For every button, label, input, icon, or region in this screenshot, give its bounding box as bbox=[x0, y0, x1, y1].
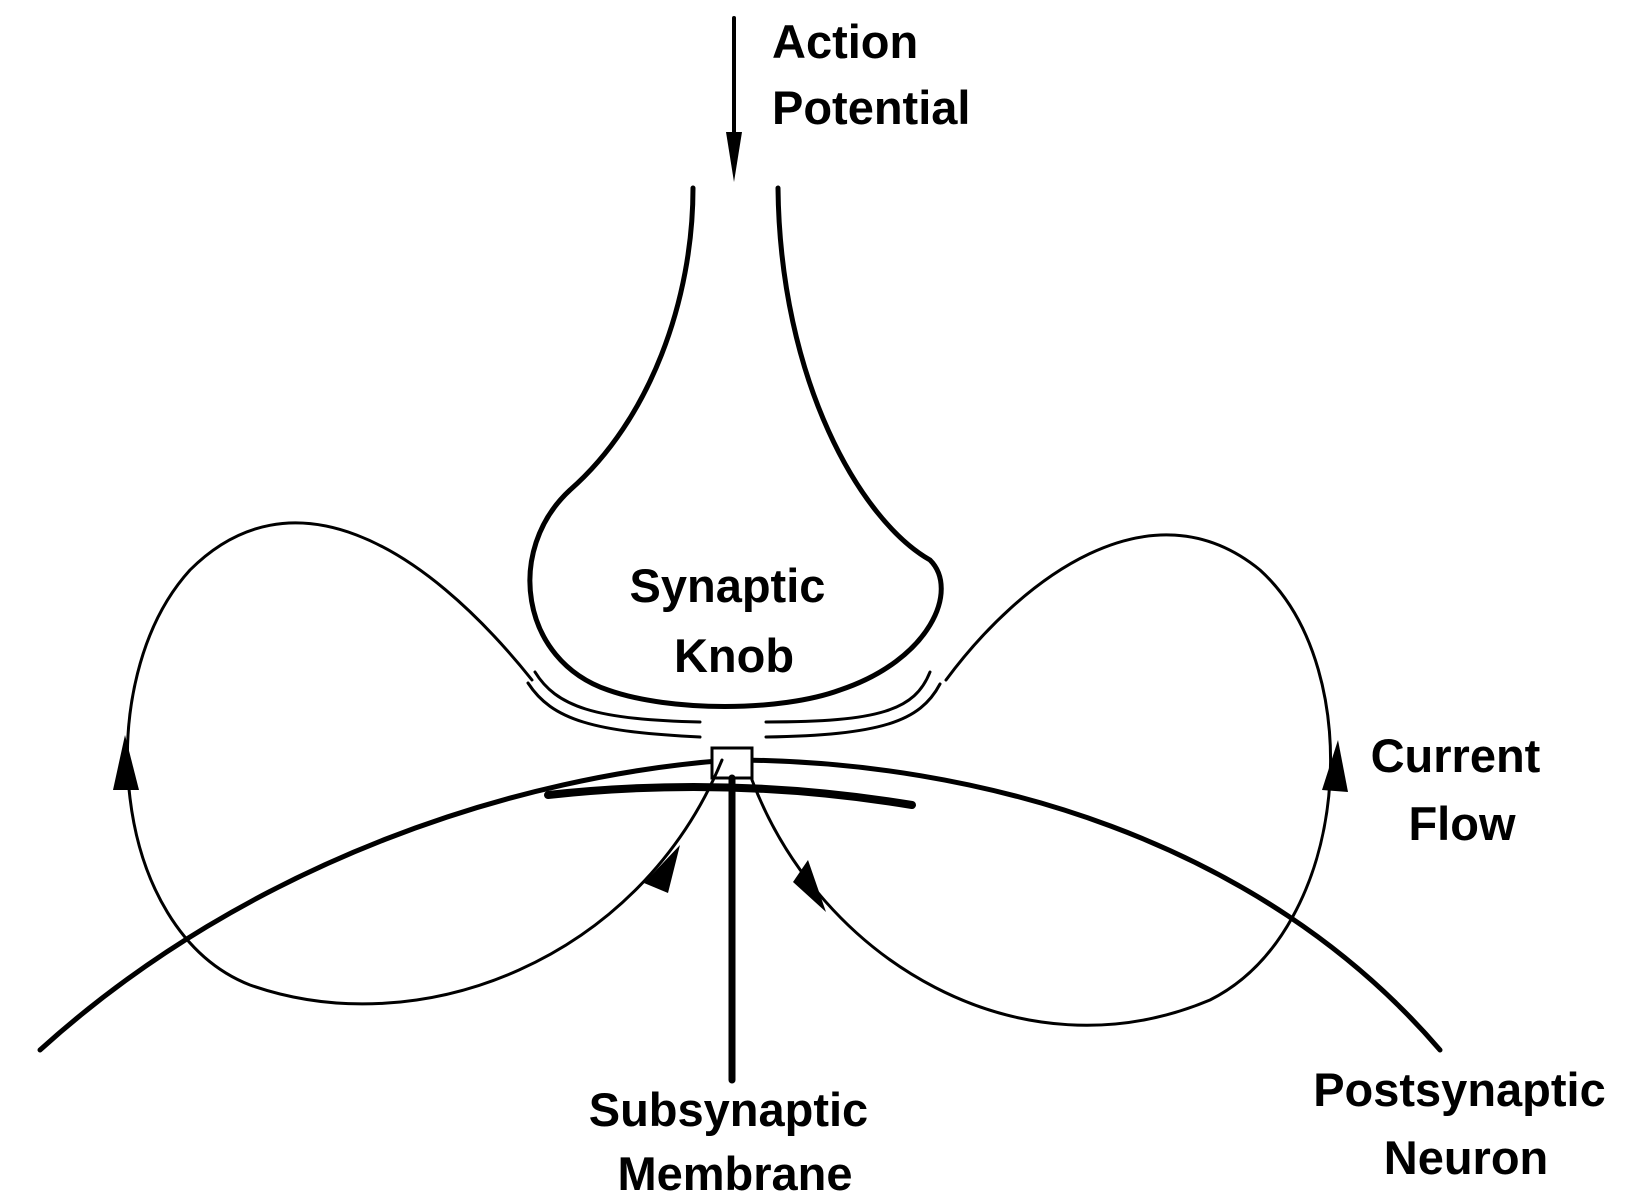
label-synaptic-knob: Synaptic Knob bbox=[630, 559, 839, 682]
synaptic-gap bbox=[710, 746, 754, 780]
current-flow-loop-left bbox=[113, 521, 724, 1006]
arrowhead-icon bbox=[1322, 740, 1348, 792]
current-flow-loop-right bbox=[750, 533, 1348, 1027]
postsynaptic-membrane bbox=[37, 757, 1443, 1053]
arrowhead-icon bbox=[644, 845, 680, 893]
arrowhead-icon bbox=[793, 860, 826, 912]
synaptic-knob-outline bbox=[527, 185, 944, 709]
label-postsynaptic-neuron: Postsynaptic Neuron bbox=[1313, 1063, 1619, 1184]
label-subsynaptic-membrane: Subsynaptic Membrane bbox=[589, 1083, 882, 1196]
label-current-flow: Current Flow bbox=[1371, 729, 1554, 850]
cleft-line-right-outer bbox=[764, 670, 932, 724]
cleft-line-left-inner bbox=[526, 681, 702, 739]
down-arrow-icon bbox=[726, 132, 742, 182]
label-action-potential: Action Potential bbox=[772, 15, 970, 134]
cleft-line-right-inner bbox=[764, 682, 942, 739]
action-potential-arrow bbox=[726, 16, 742, 182]
arrowhead-icon bbox=[113, 735, 139, 790]
cleft-line-left-outer bbox=[533, 670, 702, 724]
